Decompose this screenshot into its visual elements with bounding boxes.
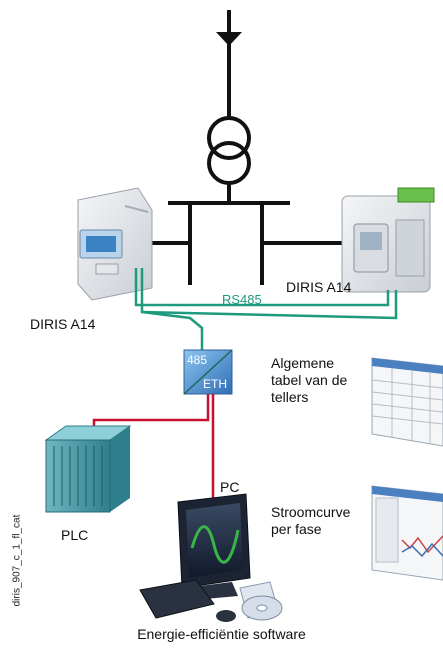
- mouse-icon: [216, 610, 236, 622]
- table-caption: Algemene tabel van de tellers: [271, 355, 348, 405]
- curve-screen-icon: [371, 485, 443, 581]
- plc-icon: [44, 425, 132, 513]
- busbar: [150, 201, 345, 285]
- rs485-bus: [134, 268, 398, 350]
- footer-caption: Energie-efficiëntie software: [137, 626, 306, 642]
- converter-top-label: 485: [187, 353, 208, 367]
- diris-right-label: DIRIS A14: [286, 279, 352, 295]
- plc-label: PLC: [61, 527, 89, 543]
- curve-caption: Stroomcurve per fase: [271, 504, 351, 537]
- rs485-label: RS485: [222, 292, 262, 307]
- table-screen-icon: [371, 357, 443, 447]
- power-feed: [216, 10, 242, 120]
- transformer-icon: [207, 116, 251, 185]
- diris-right-meter: [341, 187, 435, 293]
- cd-icon: [239, 581, 283, 621]
- diris-left-meter: [77, 187, 153, 301]
- side-code: diris_907_c_1_fl_cat: [11, 514, 23, 607]
- converter-icon: [183, 349, 233, 395]
- pc-label: PC: [220, 479, 240, 495]
- arrow-down-icon: [216, 32, 242, 46]
- pc-icon: [139, 493, 251, 622]
- keyboard-icon: [139, 579, 215, 619]
- converter-bottom-label: ETH: [203, 377, 227, 391]
- diris-left-label: DIRIS A14: [30, 316, 96, 332]
